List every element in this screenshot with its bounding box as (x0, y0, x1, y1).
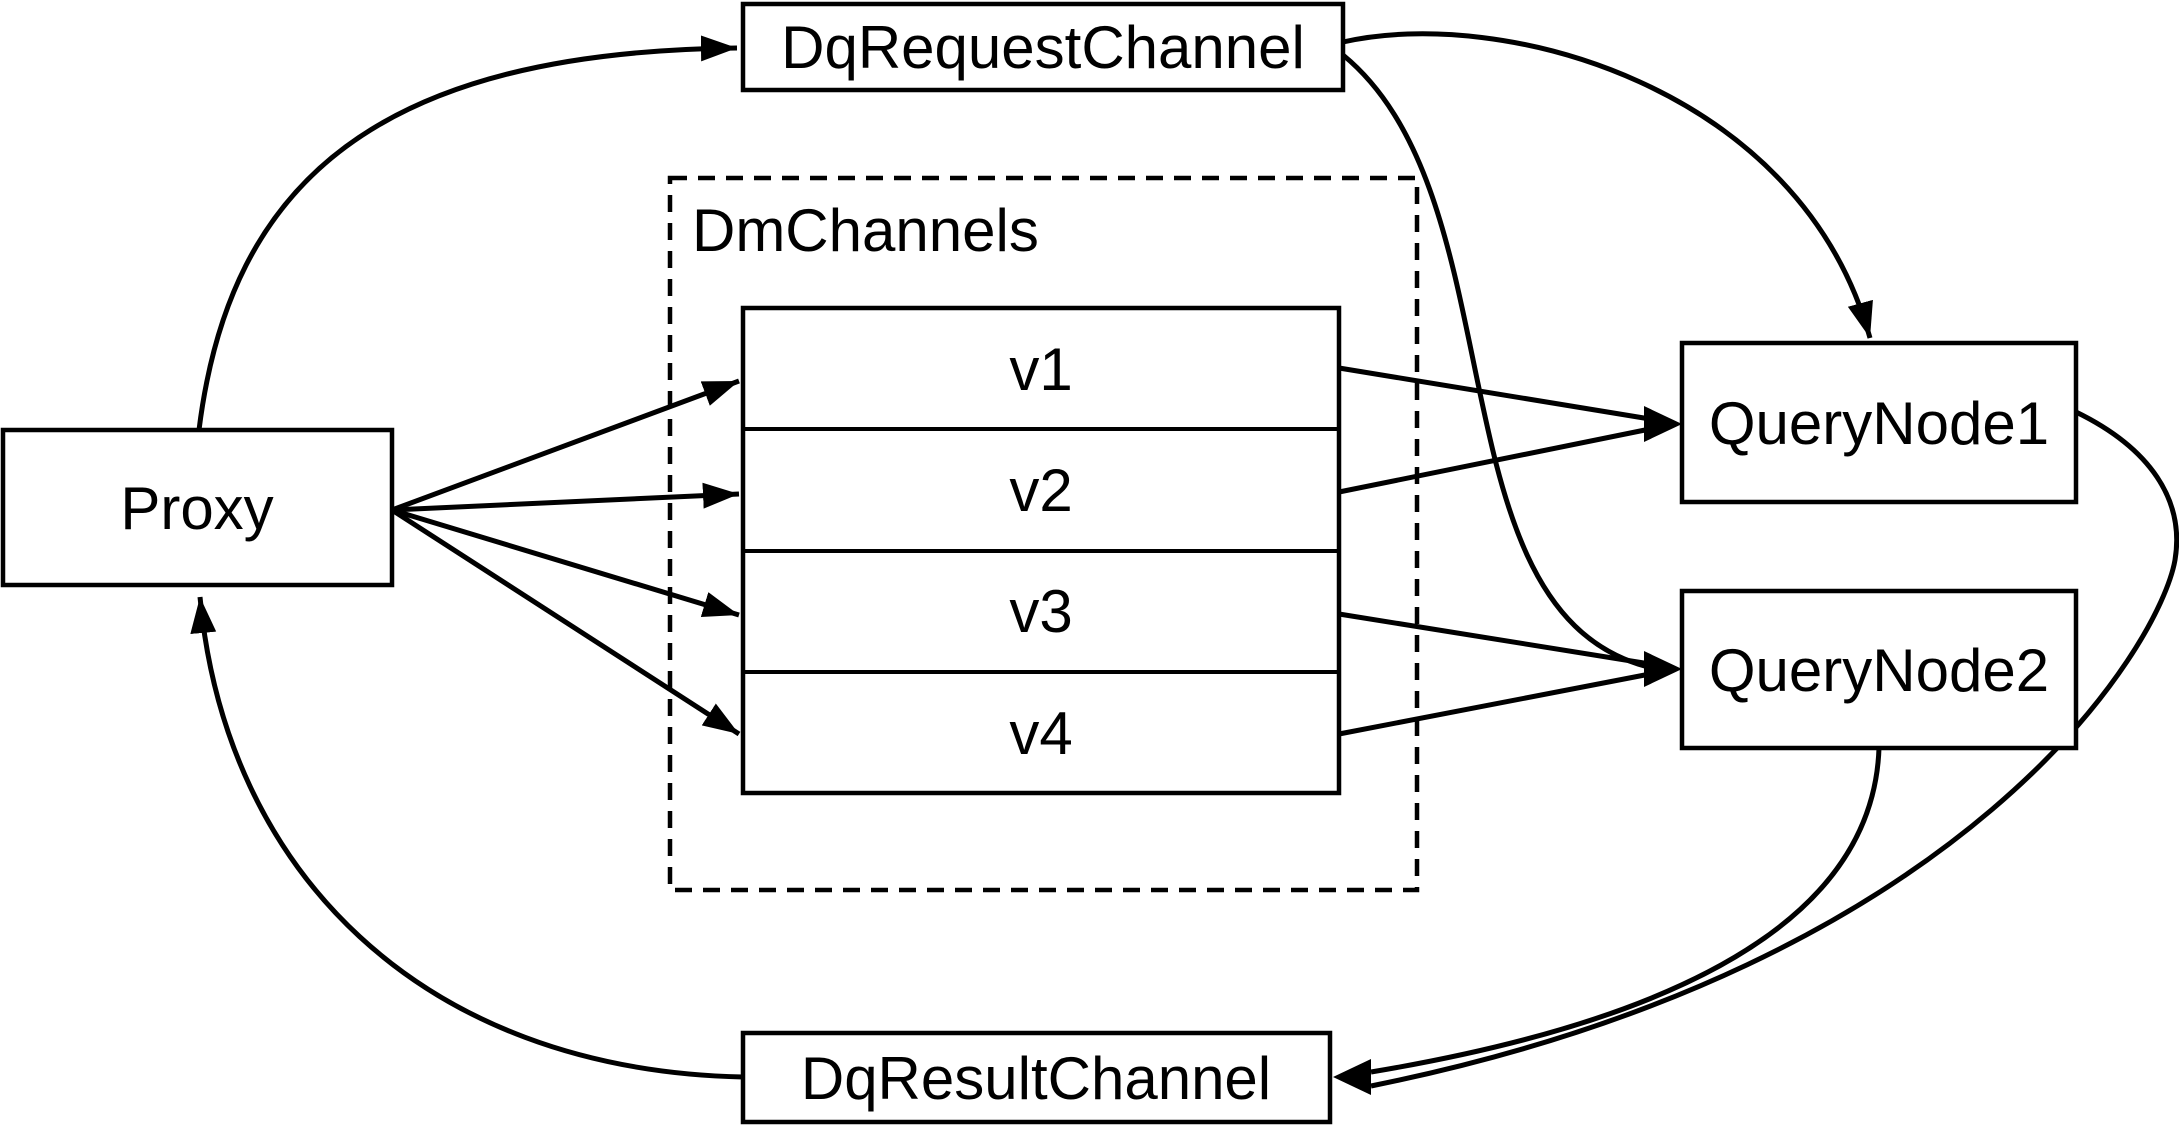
v3-label: v3 (1009, 578, 1072, 645)
dq-result-channel-box (740, 1030, 1333, 1125)
edge-proxy-to-v4 (390, 507, 741, 737)
edge-proxy-to-v2 (391, 482, 740, 513)
proxy-label: Proxy (120, 475, 273, 542)
edge-proxy-to-v1 (391, 378, 740, 513)
edge-proxy-to-dqrequestchannel (196, 35, 738, 431)
proxy-box (0, 427, 395, 588)
edge-proxy-to-v3 (391, 507, 740, 618)
edge-querynode1-to-dqresultchannel (1370, 409, 2179, 1089)
edge-querynode2-to-dqresultchannel (1370, 747, 1882, 1075)
dq-request-channel-label: DqRequestChannel (781, 14, 1305, 81)
arrowhead-dqresultchannel-right (1333, 1059, 1371, 1095)
edge-v1-to-querynode1 (1338, 365, 1651, 422)
node-v-channels: v1 v2 v3 v4 (740, 305, 1342, 796)
query-node2-box (1679, 588, 2079, 751)
node-query-node1: QueryNode1 (1679, 340, 2079, 505)
dq-request-channel-box (740, 1, 1346, 93)
query-node1-label: QueryNode1 (1709, 390, 2049, 457)
v1-label: v1 (1009, 336, 1072, 403)
node-query-node2: QueryNode2 (1679, 588, 2079, 751)
dm-channels-border (667, 175, 1420, 893)
v4-label: v4 (1009, 700, 1072, 767)
query-node2-label: QueryNode2 (1709, 637, 2049, 704)
query-node1-box (1679, 340, 2079, 505)
edge-dqrequestchannel-to-querynode1 (1342, 31, 1873, 339)
edge-dqrequestchannel-to-querynode2 (1341, 53, 1649, 670)
node-proxy: Proxy (0, 427, 395, 588)
edge-v4-to-querynode2 (1338, 671, 1651, 737)
arrowhead-querynode2-left (1644, 651, 1682, 687)
v2-label: v2 (1009, 457, 1072, 524)
arrowhead-querynode1-left (1644, 406, 1682, 442)
edge-dqresultchannel-to-proxy (190, 596, 744, 1080)
node-dq-result-channel: DqResultChannel (740, 1030, 1333, 1125)
group-dm-channels: DmChannels (667, 175, 1420, 893)
dm-channels-label: DmChannels (692, 197, 1039, 264)
node-dq-request-channel: DqRequestChannel (740, 1, 1346, 93)
dq-result-channel-label: DqResultChannel (801, 1045, 1271, 1112)
edge-v3-to-querynode2 (1338, 611, 1651, 667)
